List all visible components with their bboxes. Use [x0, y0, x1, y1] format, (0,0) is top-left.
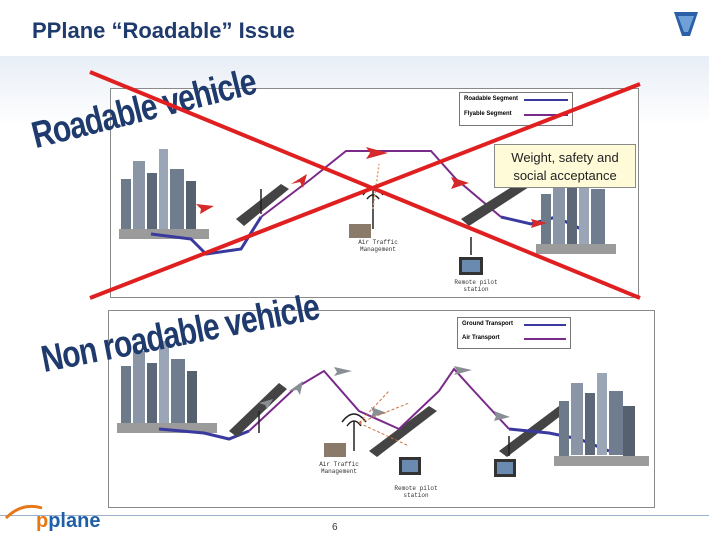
atm-tower-icon [341, 413, 367, 451]
city-left-icon [117, 341, 217, 433]
remote-pilot-station-icon [459, 257, 483, 275]
footer-line [0, 515, 709, 516]
city-left-icon [119, 149, 209, 239]
legend-item-air: Air Transport [462, 335, 500, 341]
institution-logo-icon [674, 12, 698, 36]
city-right-icon [554, 373, 649, 466]
remote-pilot-station-icon [399, 457, 516, 477]
weight-safety-callout: Weight, safety and social acceptance [494, 144, 636, 188]
legend-item-roadable: Roadable Segment [464, 96, 519, 102]
pplane-logo: pplane [36, 510, 101, 532]
atm-label-top: Air Traffic Management [358, 239, 398, 253]
atm-label-bottom: Air Traffic Management [319, 461, 359, 475]
atm-tower-icon [362, 163, 384, 229]
non-roadable-scenario-diagram [117, 341, 649, 477]
legend-item-ground: Ground Transport [462, 321, 513, 327]
remote-pilot-label-bottom: Remote pilot station [394, 485, 438, 499]
atm-building-icon [349, 224, 371, 238]
brand-swoosh-icon [4, 504, 43, 520]
legend-bottom: Ground Transport Air Transport [457, 317, 571, 349]
remote-pilot-label-top: Remote pilot station [454, 279, 498, 293]
plane-icon [259, 366, 510, 421]
page-number: 6 [332, 522, 338, 533]
legend-top: Roadable Segment Flyable Segment [459, 92, 573, 126]
non-roadable-scenario-panel: Ground Transport Air Transport Air Traff… [108, 310, 655, 508]
legend-item-flyable: Flyable Segment [464, 111, 512, 117]
atm-building-icon [324, 443, 346, 457]
slide-title: PPlane “Roadable” Issue [32, 18, 295, 43]
signal-lines [358, 390, 410, 447]
